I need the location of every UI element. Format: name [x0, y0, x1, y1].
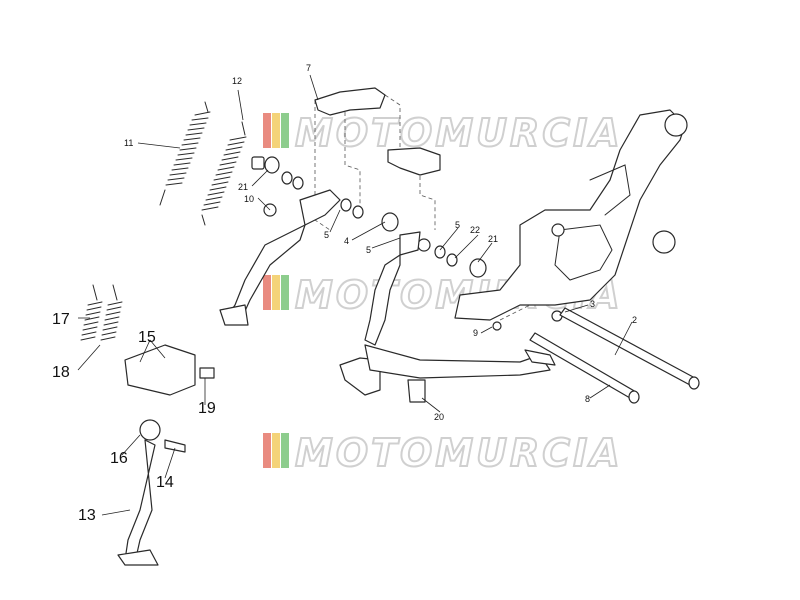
callout-labels-large: 17 18 15 19 16 14 13: [52, 311, 216, 524]
callout-label: 10: [244, 194, 254, 204]
callout-label: 16: [110, 450, 128, 467]
watermark-text: MOTOMURCIA: [295, 111, 623, 155]
side-stand: [80, 284, 215, 566]
callout-label: 11: [124, 138, 133, 148]
spring-12: [201, 121, 247, 226]
callout-label: 4: [344, 236, 349, 246]
callout-label: 5: [455, 220, 460, 230]
callout-label: 7: [306, 63, 311, 73]
callout-label: 17: [52, 311, 70, 328]
callout-labels: 11 12 7 21 10 5 4 5 5 22 21 3 2 9 8 20: [124, 63, 637, 422]
callout-label: 15: [138, 329, 156, 346]
bolts: [529, 307, 700, 404]
bushings-washers: [251, 156, 563, 331]
watermark-text: MOTOMURCIA: [295, 431, 623, 475]
callout-label: 3: [590, 299, 595, 309]
frame-bracket: [454, 109, 688, 321]
callout-label: 13: [78, 507, 96, 524]
callout-label: 5: [366, 245, 371, 255]
callout-label: 9: [473, 328, 478, 338]
callout-label: 12: [232, 76, 242, 86]
callout-label: 8: [585, 394, 590, 404]
callout-label: 21: [488, 234, 498, 244]
stand-assembly: [219, 189, 556, 403]
callout-label: 19: [198, 400, 216, 417]
callout-label: 18: [52, 364, 70, 381]
spring-11: [159, 101, 211, 206]
leader-lines: [77, 74, 633, 516]
callout-label: 20: [434, 412, 444, 422]
callout-label: 5: [324, 230, 329, 240]
callout-label: 2: [632, 315, 637, 325]
callout-label: 21: [238, 182, 248, 192]
callout-label: 14: [156, 474, 174, 491]
watermark-bottom: MOTOMURCIA: [263, 430, 623, 476]
top-bracket: [314, 87, 441, 176]
callout-label: 22: [470, 225, 480, 235]
watermark-top: MOTOMURCIA: [263, 110, 623, 156]
